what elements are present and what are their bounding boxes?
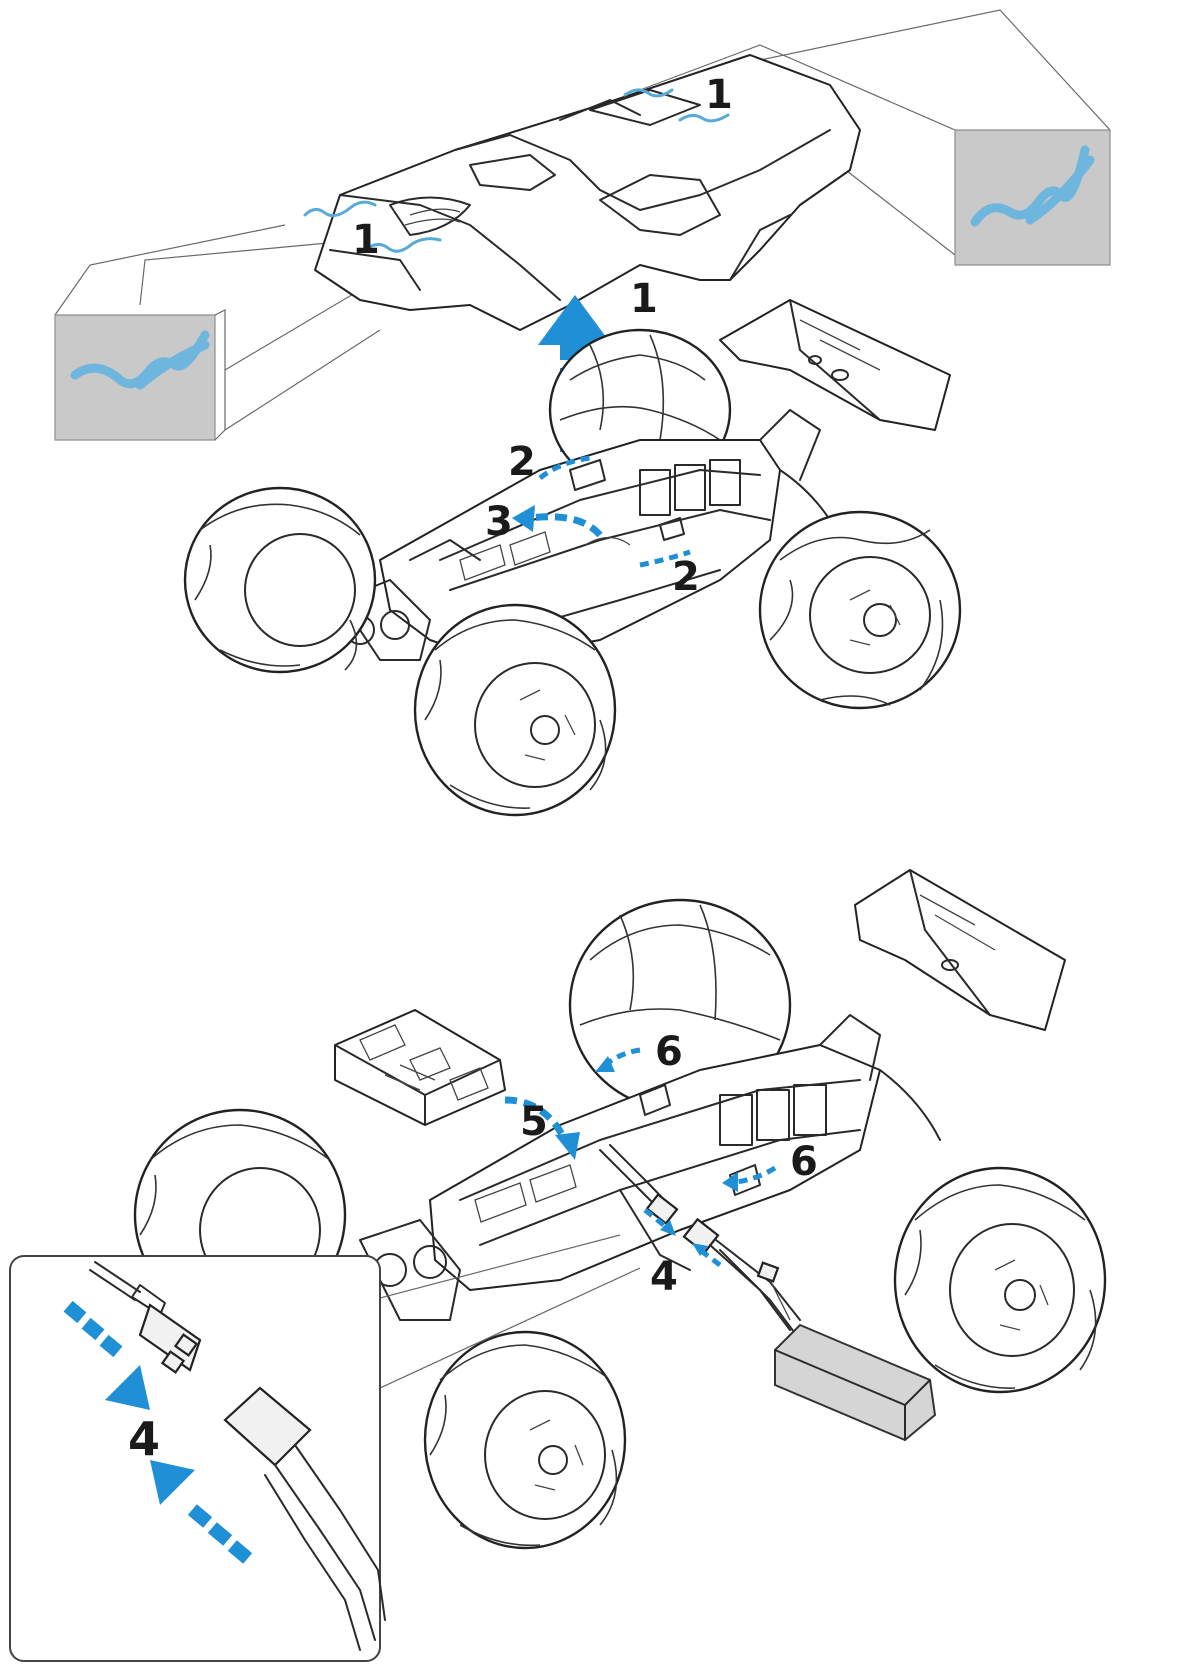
- plug-connector-icon: [223, 1386, 312, 1467]
- step-1-clip-right: 1: [705, 72, 733, 118]
- inset-arrow-up: [150, 1460, 253, 1564]
- tire-rear-right-bottom: [893, 1166, 1107, 1394]
- chassis-bottom: [359, 1014, 941, 1321]
- rear-wing: [719, 299, 951, 431]
- curved-arrow-icon: [529, 513, 603, 538]
- inset-arrow-down: [63, 1300, 150, 1410]
- latch-arrows-top: [512, 455, 691, 568]
- r-clip-icon: [363, 237, 442, 253]
- battery-pack-icon: [774, 1323, 937, 1442]
- step-4-connect-main: 4: [650, 1254, 678, 1300]
- clip-callout-left: [54, 309, 226, 441]
- step-5-cover-place: 5: [520, 1099, 548, 1145]
- tire-front-right-bottom: [423, 1330, 627, 1550]
- top-scene: 1 1 1 2 3 2: [54, 9, 1111, 817]
- clip-callout-right: [954, 129, 1111, 266]
- tire-rear-right: [758, 510, 962, 710]
- step-arrows-bottom: [504, 1047, 777, 1267]
- rear-wing-bottom: [854, 869, 1066, 1031]
- r-clip-icon: [970, 145, 1090, 227]
- curved-arrow-icon: [538, 455, 591, 480]
- bottom-scene: 6 6 5 4: [9, 869, 1107, 1662]
- r-clip-icon: [678, 113, 730, 123]
- car-body-shell: [314, 54, 861, 331]
- battery-cover: [334, 1009, 506, 1126]
- r-clip-icon: [303, 200, 377, 218]
- step-6-latch-d: 6: [790, 1139, 818, 1185]
- step-4-connect-inset: 4: [128, 1412, 160, 1466]
- tire-rear-left-bottom: [568, 898, 792, 1112]
- curved-arrow-icon: [504, 1096, 569, 1142]
- curved-arrow-icon: [639, 549, 691, 568]
- step-2-latch-a: 2: [508, 439, 536, 485]
- step-1-clip-left: 1: [352, 217, 380, 263]
- curved-arrow-icon: [734, 1165, 777, 1185]
- r-clip-icon: [623, 88, 674, 98]
- plug-connector-icon: [645, 1192, 679, 1226]
- step-2-latch-b: 2: [672, 554, 700, 600]
- connector-inset: 4: [9, 1234, 641, 1662]
- step-1-body-lift: 1: [630, 276, 658, 322]
- r-clip-icon: [70, 330, 210, 389]
- tire-front-left: [183, 486, 377, 674]
- step-6-latch-c: 6: [655, 1029, 683, 1075]
- body-clips: [303, 88, 730, 253]
- tire-front-right: [413, 603, 617, 817]
- step-3-slide: 3: [485, 499, 513, 545]
